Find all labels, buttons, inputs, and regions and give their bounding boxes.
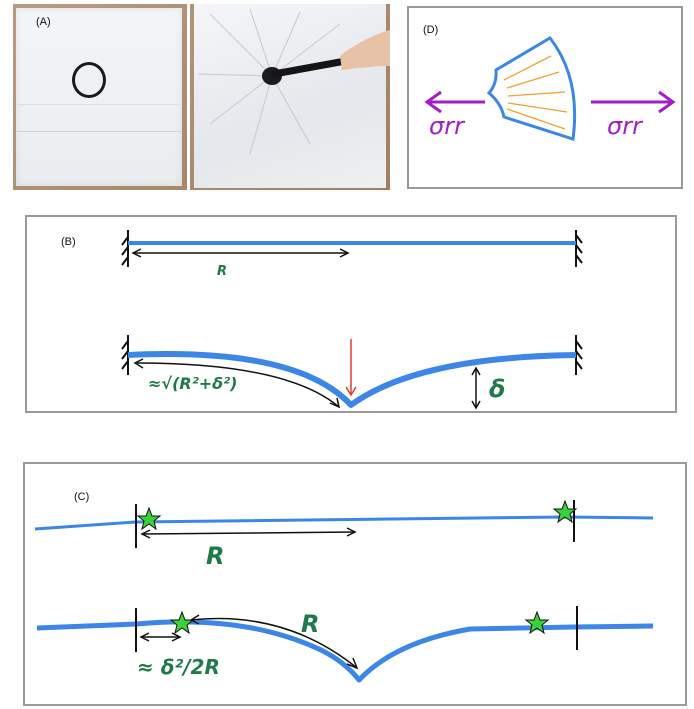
left-sigma-arrow [424,90,485,114]
photo-left [13,4,187,190]
force-arrow [345,339,357,397]
radial-lines [503,55,568,130]
panel-c-drawing: R R ≈ δ²/2R [34,499,654,683]
right-sigma-label: σrr [607,112,644,140]
r-bottom-label: R [301,610,319,638]
sector-shape [486,36,577,141]
paper-fold-line-2 [17,104,182,105]
panel-a-label: (A) [36,16,51,28]
left-sigma-label: σrr [429,112,466,140]
right-wall-top [575,230,583,267]
panel-b: (B) R [25,215,677,413]
paper-fold-line [17,131,182,132]
beam-deflected-extended [36,619,654,683]
beam-deflected [127,351,577,408]
panel-c-label: (C) [74,491,90,503]
wrinkle-lines [197,8,390,155]
approx-offset-label: ≈ δ²/2R [137,655,220,679]
r-top-label: R [206,542,224,570]
hole-circle-marking [72,62,106,98]
right-wall-bottom [575,335,583,375]
delta-label: δ [489,375,506,403]
beam-straight-extended [34,515,654,531]
left-wall-top [121,230,129,267]
photo-right [190,4,390,190]
star-top-left [136,506,162,531]
panel-c: (C) R R ≈ δ²/2R [23,462,687,706]
star-top-right [552,499,578,524]
star-bottom-left [169,610,195,635]
r-label: R [217,264,227,279]
star-bottom-right [524,610,550,635]
panel-d-drawing: σrr σrr [424,36,676,141]
panel-d-label: (D) [423,24,439,36]
panel-b-drawing: R ≈√(R²+δ²) δ [121,230,583,410]
r-top-arrow [140,527,357,539]
delta-dimension-arrow [471,366,481,410]
arc-length-arrow [133,358,341,409]
panel-d: (D) σrr σrr [407,6,683,189]
r-dimension-arrow [131,248,350,258]
panel-b-label: (B) [61,236,76,248]
left-wall-bottom [121,335,129,375]
arc-length-label: ≈√(R²+δ²) [148,374,237,393]
offset-dimension-arrow [139,632,182,642]
right-sigma-arrow [591,90,676,114]
paper-towel-flat [16,8,182,186]
r-bottom-arc-arrow [189,614,359,670]
